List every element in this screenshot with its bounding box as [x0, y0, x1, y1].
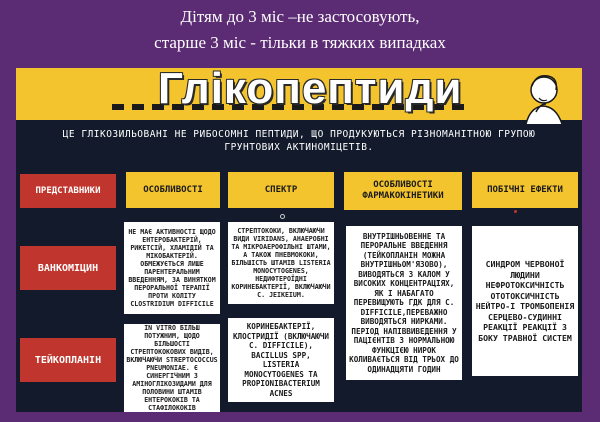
- thinking-person-icon: [525, 74, 563, 124]
- banner-title: Глікопептиди: [158, 68, 463, 113]
- vancomycin-spectrum-cell: СТРЕПТОКОКИ, ВКЛЮЧАЮЧИ ВИДИ VIRIDANS, АН…: [228, 222, 334, 304]
- definition-line-2: ГРУНТОВИХ АКТИНОМІЦЕТІВ.: [224, 142, 374, 153]
- pharmacokinetics-cell: ВНУТРІШНЬОВЕННЕ ТА ПЕРОРАЛЬНЕ ВВЕДЕННЯ (…: [346, 226, 462, 380]
- vancomycin-features-cell: НЕ МАЄ АКТИВНОСТІ ЩОДО ЕНТЕРОБАКТЕРІЙ, Р…: [124, 222, 220, 314]
- teicoplanin-spectrum-cell: КОРИНЕБАКТЕРІЇ, КЛОСТРИДІЇ (ВКЛЮЧАЮЧИ C.…: [228, 318, 334, 402]
- dashed-underline: [112, 104, 472, 110]
- side-effects-cell: СИНДРОМ ЧЕРВОНОЇ ЛЮДИНИ НЕФРОТОКСИЧНІСТЬ…: [472, 226, 578, 376]
- small-red-dot: [514, 210, 517, 213]
- definition-text: ЦЕ ГЛІКОЗИЛЬОВАНІ НЕ РИБОСОМНІ ПЕПТИДИ, …: [26, 128, 572, 154]
- teicoplanin-features-cell: IN VITRO БІЛЬШ ПОТУЖНИМ, ЩОДО БІЛЬШОСТІ …: [124, 324, 220, 412]
- header-features: ОСОБЛИВОСТІ: [126, 172, 220, 208]
- infographic-slide: Глікопептиди ЦЕ ГЛІКОЗИЛЬОВАНІ НЕ РИБОСО…: [16, 68, 582, 412]
- header-representatives: ПРЕДСТАВНИКИ: [20, 174, 116, 208]
- row-label-teicoplanin: ТЕЙКОПЛАНІН: [20, 338, 116, 382]
- header-pharmacokinetics: ОСОБЛИВОСТІ ФАРМАКОКІНЕТИКИ: [344, 172, 462, 210]
- row-label-vancomycin: ВАНКОМІЦИН: [20, 246, 116, 290]
- title-banner: Глікопептиди: [16, 68, 582, 124]
- slide-caption: Дітям до 3 міс –не застосовують, старше …: [0, 4, 600, 56]
- header-side-effects: ПОБІЧНІ ЕФЕКТИ: [472, 172, 578, 208]
- small-circle-marker: [280, 214, 285, 219]
- header-spectrum: СПЕКТР: [228, 172, 334, 208]
- caption-line-2: старше 3 міс - тільки в тяжких випадках: [154, 33, 446, 52]
- definition-line-1: ЦЕ ГЛІКОЗИЛЬОВАНІ НЕ РИБОСОМНІ ПЕПТИДИ, …: [62, 129, 536, 140]
- caption-line-1: Дітям до 3 міс –не застосовують,: [180, 7, 420, 26]
